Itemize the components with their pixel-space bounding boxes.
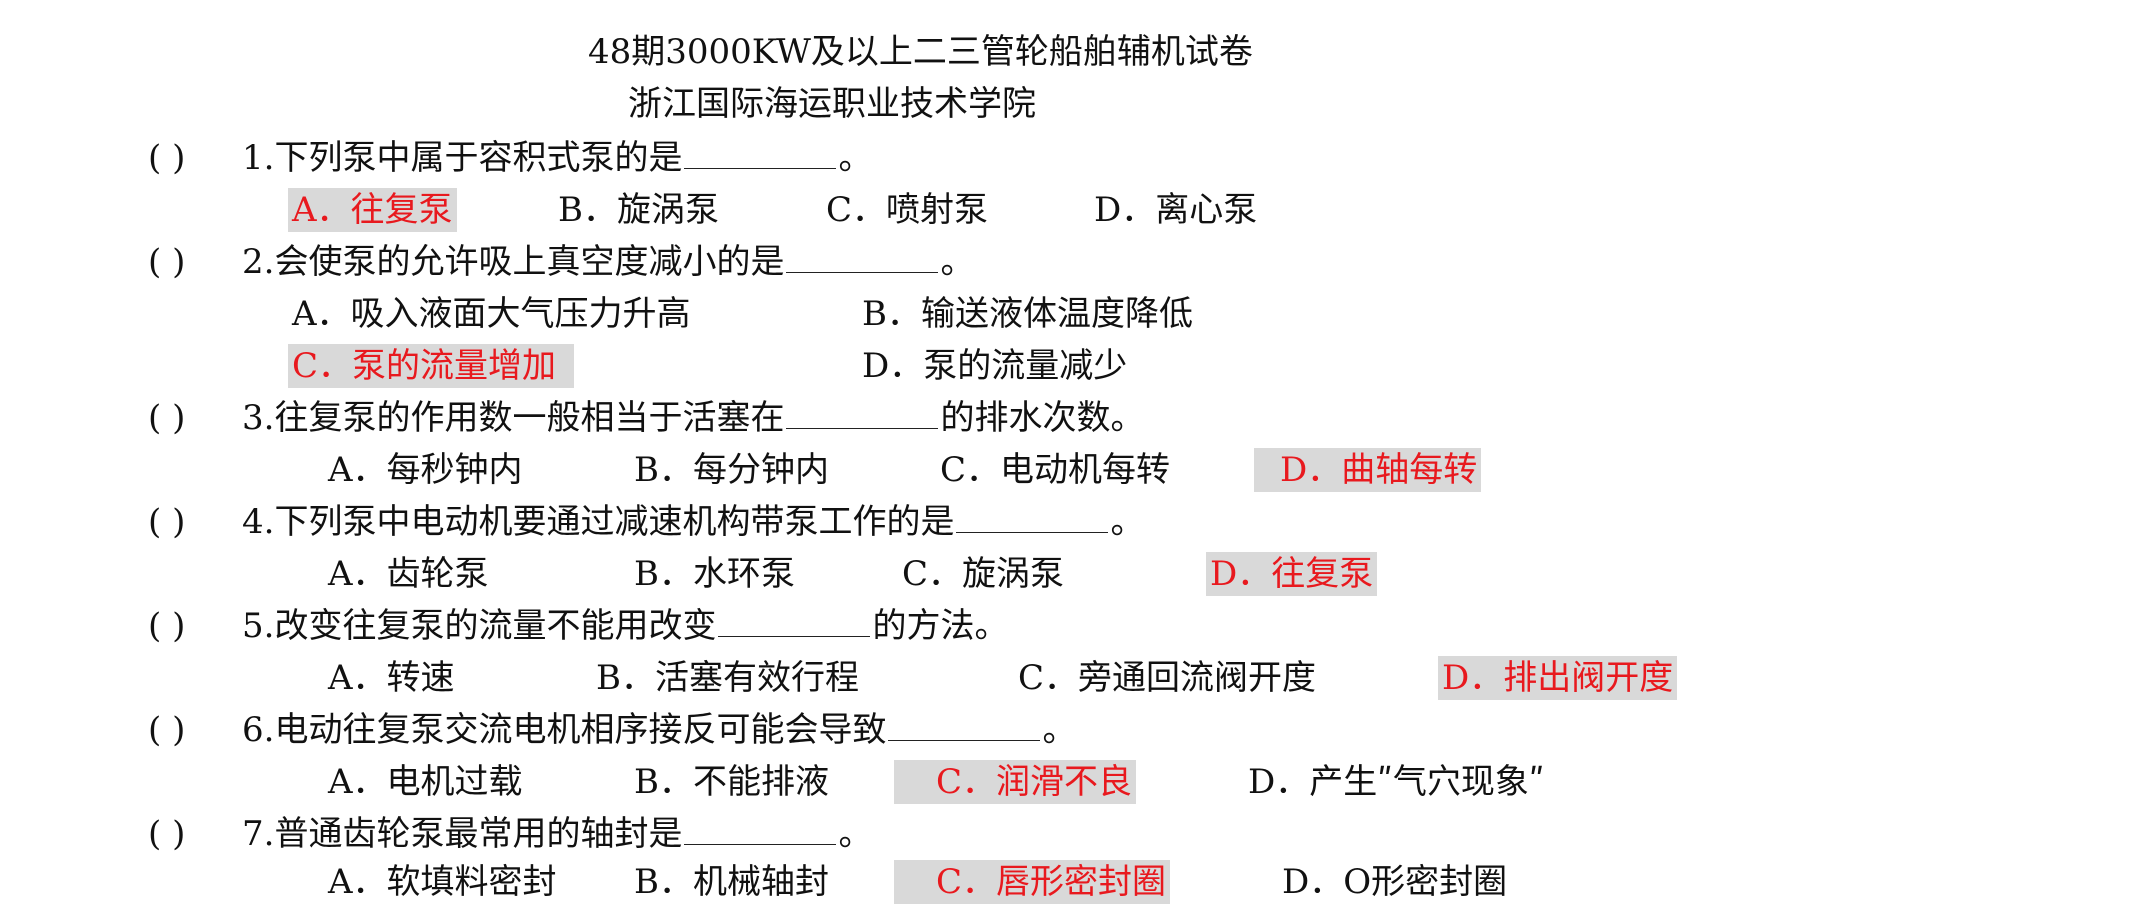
- option-c[interactable]: C．润滑不良: [894, 760, 1137, 804]
- exam-title: 48期3000KW及以上二三管轮船舶辅机试卷: [588, 32, 1253, 72]
- answer-blank[interactable]: [684, 138, 837, 169]
- option-b[interactable]: B．每分钟内: [634, 450, 829, 490]
- question-text: 6.电动往复泵交流电机相序接反可能会导致: [242, 710, 887, 750]
- answer-paren[interactable]: ( ): [148, 138, 186, 178]
- option-a[interactable]: A．齿轮泵: [328, 554, 489, 594]
- question-6-options: A．电机过载 B．不能排液 C．润滑不良 D．产生ʺ气穴现象ʺ: [0, 760, 2149, 804]
- option-c[interactable]: C．喷射泵: [826, 190, 989, 230]
- option-a[interactable]: A．转速: [328, 658, 455, 698]
- option-d[interactable]: D．曲轴每转: [1254, 448, 1482, 492]
- answer-paren[interactable]: ( ): [148, 814, 186, 854]
- question-text: 1.下列泵中属于容积式泵的是: [242, 138, 683, 178]
- question-text-after: 。: [838, 138, 873, 178]
- option-b[interactable]: B．不能排液: [634, 762, 829, 802]
- option-b[interactable]: B．水环泵: [634, 554, 795, 594]
- question-5: ( ) 5.改变往复泵的流量不能用改变 的方法。: [0, 604, 2149, 648]
- answer-paren[interactable]: ( ): [148, 242, 186, 282]
- option-c[interactable]: C．电动机每转: [940, 450, 1171, 490]
- option-b[interactable]: B．输送液体温度降低: [862, 294, 1193, 334]
- question-3: ( ) 3.往复泵的作用数一般相当于活塞在 的排水次数。: [0, 396, 2149, 440]
- question-text-after: 。: [940, 242, 975, 282]
- answer-paren[interactable]: ( ): [148, 710, 186, 750]
- question-7-options: A．软填料密封 B．机械轴封 C．唇形密封圈 D．O形密封圈: [0, 860, 2149, 904]
- question-text-after: 。: [1042, 710, 1077, 750]
- question-text-after: 的排水次数。: [940, 398, 1145, 438]
- option-d[interactable]: D．O形密封圈: [1282, 862, 1508, 902]
- question-4-options: A．齿轮泵 B．水环泵 C．旋涡泵 D．往复泵: [0, 552, 2149, 596]
- question-text-after: 的方法。: [872, 606, 1009, 646]
- option-a[interactable]: A．往复泵: [288, 188, 457, 232]
- answer-blank[interactable]: [718, 606, 871, 637]
- question-5-options: A．转速 B．活塞有效行程 C．旁通回流阀开度 D．排出阀开度: [0, 656, 2149, 700]
- option-c[interactable]: C．唇形密封圈: [894, 860, 1171, 904]
- option-c[interactable]: C．旁通回流阀开度: [1018, 658, 1317, 698]
- question-text-after: 。: [1110, 502, 1145, 542]
- school-name: 浙江国际海运职业技术学院: [628, 84, 1036, 124]
- answer-paren[interactable]: ( ): [148, 398, 186, 438]
- question-3-options: A．每秒钟内 B．每分钟内 C．电动机每转 D．曲轴每转: [0, 448, 2149, 492]
- answer-paren[interactable]: ( ): [148, 502, 186, 542]
- question-text: 4.下列泵中电动机要通过减速机构带泵工作的是: [242, 502, 955, 542]
- option-b[interactable]: B．活塞有效行程: [596, 658, 859, 698]
- question-1: ( ) 1.下列泵中属于容积式泵的是 。: [0, 136, 2149, 180]
- question-text: 3.往复泵的作用数一般相当于活塞在: [242, 398, 785, 438]
- option-a[interactable]: A．软填料密封: [328, 862, 557, 902]
- question-7: ( ) 7.普通齿轮泵最常用的轴封是 。: [0, 812, 2149, 856]
- question-4: ( ) 4.下列泵中电动机要通过减速机构带泵工作的是 。: [0, 500, 2149, 544]
- question-6: ( ) 6.电动往复泵交流电机相序接反可能会导致 。: [0, 708, 2149, 752]
- answer-blank[interactable]: [684, 814, 837, 845]
- question-1-options: A．往复泵 B．旋涡泵 C．喷射泵 D．离心泵: [0, 188, 2149, 232]
- option-b[interactable]: B．机械轴封: [634, 862, 829, 902]
- option-a[interactable]: A．每秒钟内: [328, 450, 523, 490]
- option-a[interactable]: A．吸入液面大气压力升高: [292, 294, 691, 334]
- answer-blank[interactable]: [786, 242, 939, 273]
- option-d[interactable]: D．离心泵: [1094, 190, 1258, 230]
- answer-paren[interactable]: ( ): [148, 606, 186, 646]
- answer-blank[interactable]: [786, 398, 939, 429]
- question-2-options-row1: A．吸入液面大气压力升高 B．输送液体温度降低: [0, 292, 2149, 336]
- question-text: 7.普通齿轮泵最常用的轴封是: [242, 814, 683, 854]
- question-2-options-row2: C．泵的流量增加 D．泵的流量减少: [0, 344, 2149, 388]
- question-text: 2.会使泵的允许吸上真空度减小的是: [242, 242, 785, 282]
- question-text: 5.改变往复泵的流量不能用改变: [242, 606, 717, 646]
- option-a[interactable]: A．电机过载: [328, 762, 523, 802]
- answer-blank[interactable]: [888, 710, 1041, 741]
- option-c[interactable]: C．泵的流量增加: [288, 344, 575, 388]
- question-2: ( ) 2.会使泵的允许吸上真空度减小的是 。: [0, 240, 2149, 284]
- option-b[interactable]: B．旋涡泵: [558, 190, 719, 230]
- option-c[interactable]: C．旋涡泵: [902, 554, 1065, 594]
- option-d[interactable]: D．往复泵: [1206, 552, 1378, 596]
- option-d[interactable]: D．产生ʺ气穴现象ʺ: [1248, 762, 1545, 802]
- question-text-after: 。: [838, 814, 873, 854]
- option-d[interactable]: D．排出阀开度: [1438, 656, 1678, 700]
- option-d[interactable]: D．泵的流量减少: [862, 346, 1128, 386]
- answer-blank[interactable]: [956, 502, 1109, 533]
